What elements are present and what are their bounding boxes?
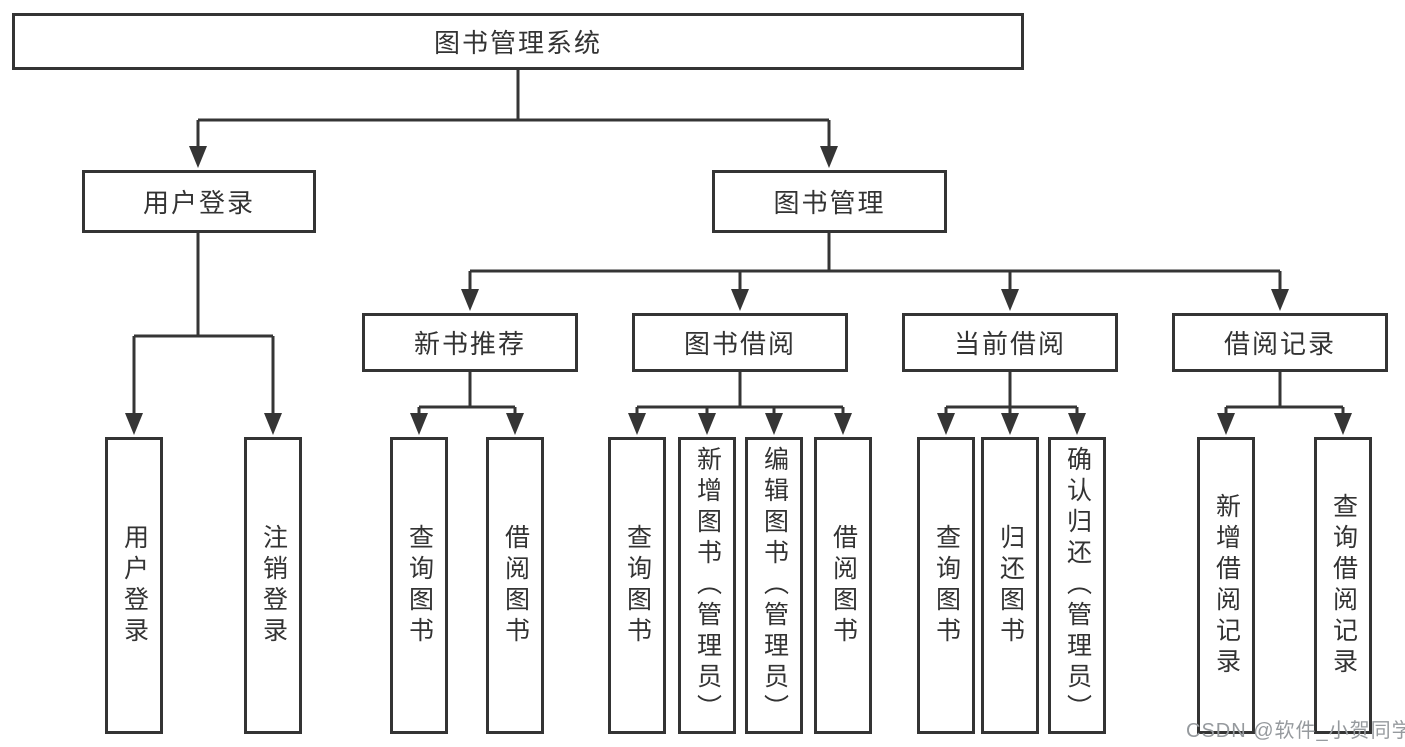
node-leaf-user-login: 用户登录 bbox=[105, 437, 163, 734]
csdn-watermark: CSDN @软件_小贺同学 bbox=[1186, 720, 1405, 742]
connector-book-borrowing-children bbox=[635, 372, 845, 414]
node-label: 图书管理系统 bbox=[433, 28, 602, 58]
connector-book-management-children bbox=[468, 233, 1282, 290]
node-label: 借阅图书 bbox=[501, 523, 530, 648]
node-label: 归还图书 bbox=[996, 523, 1025, 648]
arrow-down-icon bbox=[698, 413, 716, 435]
arrow-down-icon bbox=[125, 413, 143, 435]
connector-new-book-children bbox=[417, 372, 517, 414]
node-label: 编辑图书（管理员） bbox=[760, 446, 789, 725]
node-leaf-return-book: 归还图书 bbox=[981, 437, 1039, 734]
node-label: 查询图书 bbox=[405, 523, 434, 648]
node-label: 查询图书 bbox=[932, 523, 961, 648]
node-current-borrowing: 当前借阅 bbox=[902, 313, 1118, 372]
node-leaf-query-borrow-record: 查询借阅记录 bbox=[1314, 437, 1372, 734]
arrow-down-icon bbox=[1271, 289, 1289, 311]
arrow-down-icon bbox=[506, 413, 524, 435]
node-leaf-add-borrow-record: 新增借阅记录 bbox=[1197, 437, 1255, 734]
arrow-down-icon bbox=[189, 146, 207, 168]
node-leaf-logout: 注销登录 bbox=[244, 437, 302, 734]
node-leaf-query-books-current: 查询图书 bbox=[917, 437, 975, 734]
node-leaf-add-book-admin: 新增图书（管理员） bbox=[678, 437, 736, 734]
node-label: 图书借阅 bbox=[683, 329, 796, 359]
connector-borrow-records-children bbox=[1224, 372, 1345, 414]
arrow-down-icon bbox=[937, 413, 955, 435]
node-leaf-borrow-books: 借阅图书 bbox=[814, 437, 872, 734]
node-label: 用户登录 bbox=[120, 523, 149, 648]
node-leaf-query-books-borrowing: 查询图书 bbox=[608, 437, 666, 734]
node-book-borrowing: 图书借阅 bbox=[632, 313, 848, 372]
node-label: 图书管理 bbox=[773, 188, 886, 218]
connector-user-login-children bbox=[132, 233, 275, 414]
node-label: 新增借阅记录 bbox=[1212, 492, 1241, 679]
node-label: 确认归还（管理员） bbox=[1063, 446, 1092, 725]
node-label: 借阅记录 bbox=[1223, 329, 1336, 359]
arrow-down-icon bbox=[264, 413, 282, 435]
arrow-down-icon bbox=[834, 413, 852, 435]
node-label: 查询图书 bbox=[623, 523, 652, 648]
node-label: 新增图书（管理员） bbox=[693, 446, 722, 725]
arrow-down-icon bbox=[765, 413, 783, 435]
connector-root-to-level2 bbox=[196, 70, 831, 146]
node-label: 借阅图书 bbox=[829, 523, 858, 648]
node-leaf-query-books-recommend: 查询图书 bbox=[390, 437, 448, 734]
arrow-down-icon bbox=[820, 146, 838, 168]
arrow-down-icon bbox=[1068, 413, 1086, 435]
node-leaf-edit-book-admin: 编辑图书（管理员） bbox=[745, 437, 803, 734]
node-leaf-confirm-return-admin: 确认归还（管理员） bbox=[1048, 437, 1106, 734]
arrow-down-icon bbox=[1334, 413, 1352, 435]
arrow-down-icon bbox=[731, 289, 749, 311]
arrow-down-icon bbox=[1001, 413, 1019, 435]
arrow-down-icon bbox=[410, 413, 428, 435]
node-label: 当前借阅 bbox=[953, 329, 1066, 359]
arrow-down-icon bbox=[1001, 289, 1019, 311]
connector-current-borrowing-children bbox=[944, 372, 1079, 414]
node-label: 新书推荐 bbox=[413, 329, 526, 359]
node-label: 用户登录 bbox=[142, 188, 255, 218]
node-new-book-recommend: 新书推荐 bbox=[362, 313, 578, 372]
node-library-system: 图书管理系统 bbox=[12, 13, 1024, 70]
node-user-login: 用户登录 bbox=[82, 170, 316, 233]
arrow-down-icon bbox=[461, 289, 479, 311]
node-label: 注销登录 bbox=[259, 523, 288, 648]
arrow-down-icon bbox=[1217, 413, 1235, 435]
node-borrow-records: 借阅记录 bbox=[1172, 313, 1388, 372]
node-leaf-borrow-books-recommend: 借阅图书 bbox=[486, 437, 544, 734]
arrow-down-icon bbox=[628, 413, 646, 435]
node-book-management: 图书管理 bbox=[712, 170, 947, 233]
node-label: 查询借阅记录 bbox=[1329, 492, 1358, 679]
